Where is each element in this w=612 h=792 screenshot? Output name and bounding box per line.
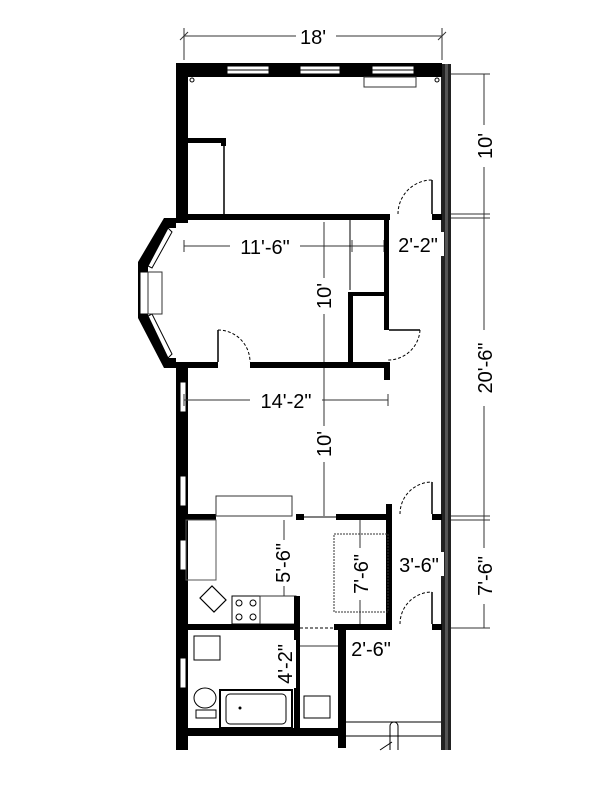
right-dim-top-label: 10'	[475, 133, 497, 159]
wall-front-middle	[176, 179, 442, 220]
rear-bedroom	[333, 520, 442, 630]
right-dim-bottom-label: 7'-6"	[475, 556, 497, 596]
bathroom	[186, 627, 346, 748]
wall-middle-living	[176, 329, 390, 380]
exterior-wall-left-living	[176, 368, 188, 750]
middle-room-depth-label: 10'	[314, 283, 336, 309]
middle-closet-width-label: 2'-2"	[398, 235, 438, 257]
kitchen	[185, 519, 300, 630]
overall-width-label: 18'	[300, 27, 326, 49]
stair	[346, 721, 441, 751]
front-room-closet	[186, 138, 226, 214]
wall-living-kitchen	[186, 481, 442, 628]
middle-room-closets	[348, 218, 421, 364]
rear-bedroom-depth-label: 7'-6"	[351, 554, 373, 594]
kitchen-depth-label: 5'-6"	[273, 543, 295, 583]
hall-width-label: 2'-6"	[351, 639, 391, 661]
living-room-depth-label: 10'	[314, 431, 336, 457]
living-room-width-label: 14'-2"	[261, 391, 312, 413]
exterior-wall-left-front	[176, 63, 188, 223]
rear-closet-depth-label: 3'-6"	[399, 555, 439, 577]
middle-room-width-label: 11'-6"	[240, 237, 289, 259]
bay-window	[138, 218, 176, 368]
right-dim-middle-label: 20'-6"	[475, 343, 497, 394]
bathroom-depth-label: 4'-2"	[275, 644, 297, 684]
exterior-wall-top	[176, 63, 442, 88]
